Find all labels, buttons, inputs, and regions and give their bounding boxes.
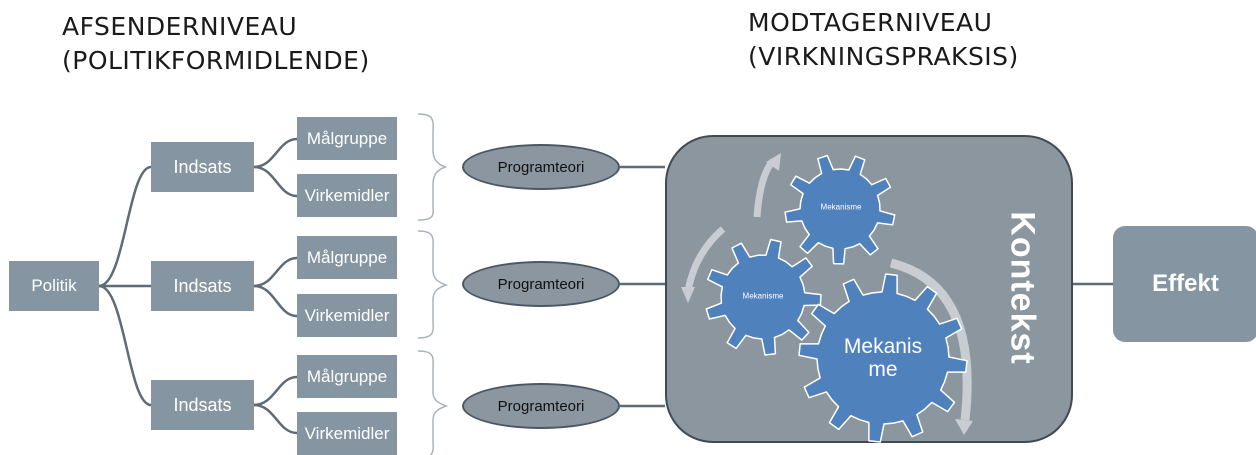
cycle-arrow-top-head [766,153,781,171]
mekanisme-gear-large-label: Mekanis me [843,334,923,381]
connector-indsats-1-malgruppe [253,137,298,169]
virkemidler-box-2: Virkemidler [297,294,397,337]
mekanisme-gear-top [784,154,896,265]
indsats-box-2: Indsats [151,261,254,311]
cycle-arrow-left [684,226,726,292]
brace-2 [417,230,449,339]
mechanism-gears [681,153,973,443]
connector-politik-indsats-3 [98,284,152,407]
sender-level-heading: AFSENDERNIVEAU (POLITIKFORMIDLENDE) [62,10,370,78]
cycle-arrows [681,153,973,435]
connector-politik-indsats-1 [98,165,152,288]
indsats-box-3: Indsats [151,380,254,430]
cycle-arrow-right [889,258,972,421]
mekanisme-gear-top-label: Mekanisme [820,202,862,212]
programteori-ellipse-2: Programteori [462,261,620,307]
malgruppe-box-1: Målgruppe [297,117,397,160]
virkemidler-box-3: Virkemidler [297,412,397,455]
kontekst-label: Kontekst [1003,211,1042,365]
connector-indsats-1-virkemidler [253,165,298,198]
malgruppe-box-2: Målgruppe [297,236,397,279]
politik-box: Politik [9,261,99,311]
receiver-level-heading: MODTAGERNIVEAU (VIRKNINGSPRAKSIS) [748,6,1019,74]
effekt-box: Effekt [1113,226,1256,342]
indsats-box-1: Indsats [151,142,254,192]
mekanisme-gear-left [705,238,822,356]
receiver-level-subtitle: (VIRKNINGSPRAKSIS) [748,42,1019,71]
malgruppe-box-3: Målgruppe [297,355,397,398]
connector-indsats-2-malgruppe [253,256,298,288]
brace-3 [417,350,449,455]
brace-1 [417,113,447,221]
cycle-arrow-right-head [955,419,973,435]
sender-level-title: AFSENDERNIVEAU [62,12,298,41]
connector-indsats-3-virkemidler [253,403,298,435]
connector-indsats-2-virkemidler [253,284,298,318]
programteori-ellipse-3: Programteori [462,383,620,429]
receiver-level-title: MODTAGERNIVEAU [748,8,993,37]
connector-indsats-3-malgruppe [253,375,298,407]
programteori-ellipse-1: Programteori [462,144,620,190]
cycle-arrow-top [753,158,776,218]
sender-level-subtitle: (POLITIKFORMIDLENDE) [62,46,370,75]
mekanisme-gear-left-label: Mekanisme [742,291,784,301]
mekanisme-gear-large [798,273,968,443]
virkemidler-box-1: Virkemidler [297,174,397,217]
cycle-arrow-left-head [681,287,695,303]
